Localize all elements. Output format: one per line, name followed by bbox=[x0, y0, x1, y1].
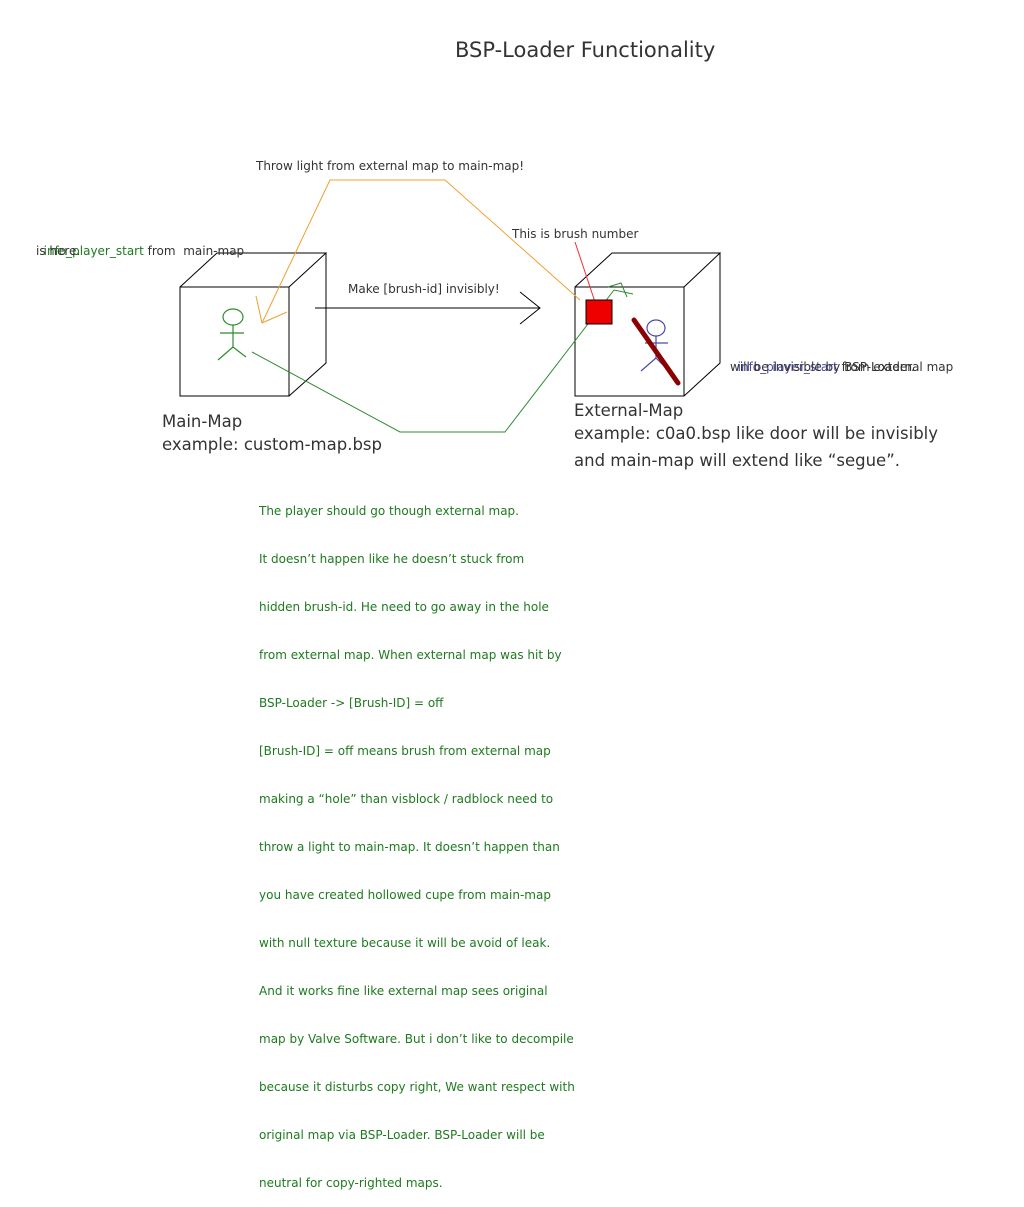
main-map-example: example: custom-map.bsp bbox=[162, 435, 382, 454]
description-line: BSP-Loader -> [Brush-ID] = off bbox=[259, 696, 444, 710]
description-line: making a “hole” than visblock / radblock… bbox=[259, 792, 554, 806]
main-map-player-figure bbox=[217, 308, 247, 361]
external-map-example-line2: and main-map will extend like “segue”. bbox=[574, 451, 900, 470]
brush-number-label: This is brush number bbox=[512, 227, 639, 241]
ext-player-start-note-line2: will be invisible by BSP-Loader. bbox=[730, 360, 915, 374]
main-player-start-note-line2: is here. bbox=[36, 244, 81, 258]
diagram-canvas bbox=[179, 179, 722, 433]
make-invisible-arrow bbox=[315, 291, 541, 325]
description-line: And it works fine like external map sees… bbox=[259, 984, 548, 998]
description-line: hidden brush-id. He need to go away in t… bbox=[259, 600, 549, 614]
throw-light-label: Throw light from external map to main-ma… bbox=[256, 159, 525, 173]
description-line: throw a light to main-map. It doesn’t ha… bbox=[259, 840, 560, 854]
brush-square bbox=[585, 299, 613, 325]
external-map-cube bbox=[574, 252, 722, 397]
description-line: It doesn’t happen like he doesn’t stuck … bbox=[259, 552, 525, 566]
ext-player-start-keyword: info_player_start bbox=[737, 360, 838, 374]
main-player-start-keyword: info_player_start bbox=[43, 244, 144, 258]
light-arrow bbox=[255, 179, 581, 324]
player-path-arrow bbox=[251, 282, 634, 433]
description-line: original map via BSP-Loader. BSP-Loader … bbox=[259, 1128, 545, 1142]
description-line: because it disturbs copy right, We want … bbox=[259, 1080, 575, 1094]
description-line: The player should go though external map… bbox=[259, 504, 519, 518]
description-line: from external map. When external map was… bbox=[259, 648, 562, 662]
description-line: neutral for copy-righted maps. bbox=[259, 1176, 443, 1190]
description-line: you have created hollowed cupe from main… bbox=[259, 888, 551, 902]
main-map-name: Main-Map bbox=[162, 412, 243, 431]
description-line: [Brush-ID] = off means brush from extern… bbox=[259, 744, 551, 758]
description-line: map by Valve Software. But i don’t like … bbox=[259, 1032, 574, 1046]
description-line: with null texture because it will be avo… bbox=[259, 936, 551, 950]
diagram-title: BSP-Loader Functionality bbox=[455, 38, 716, 62]
invisible-marker-bar bbox=[631, 317, 681, 386]
brush-pointer-line bbox=[574, 241, 597, 306]
main-map-cube bbox=[179, 252, 328, 397]
description-paragraph: The player should go though external map… bbox=[259, 471, 575, 1207]
ext-player-start-rest: from external map bbox=[837, 360, 954, 374]
main-player-start-note: info_player_start from main-map bbox=[36, 227, 245, 259]
main-player-start-rest: from main-map bbox=[143, 244, 245, 258]
make-invisible-label: Make [brush-id] invisibly! bbox=[348, 282, 500, 296]
external-map-example: example: c0a0.bsp like door will be invi… bbox=[574, 424, 939, 443]
external-map-name: External-Map bbox=[574, 401, 684, 420]
ext-player-start-note: info_player_start from external map bbox=[730, 343, 954, 375]
